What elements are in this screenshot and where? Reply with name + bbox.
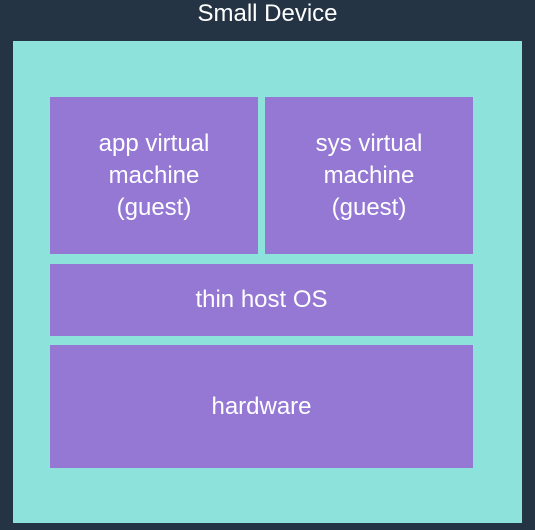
hardware-label: hardware — [211, 392, 312, 420]
sys-virtual-machine-label: sys virtual machine (guest) — [315, 129, 423, 221]
sys-virtual-machine-box: sys virtual machine (guest) — [265, 97, 473, 254]
thin-host-os-label: thin host OS — [195, 286, 328, 313]
thin-host-os-box: thin host OS — [50, 264, 473, 336]
app-virtual-machine-box: app virtual machine (guest) — [50, 97, 258, 254]
app-virtual-machine-label: app virtual machine (guest) — [98, 129, 210, 221]
hardware-box: hardware — [50, 345, 473, 468]
diagram-title: Small Device — [197, 0, 338, 27]
